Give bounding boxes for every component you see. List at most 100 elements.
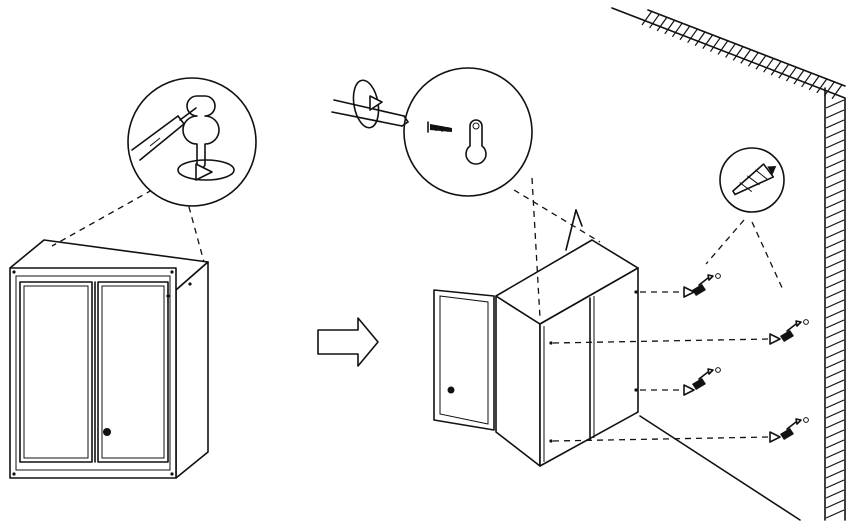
wall xyxy=(611,7,846,521)
hatch-line xyxy=(825,119,845,129)
hatch-line xyxy=(825,359,845,369)
hatch-line xyxy=(770,60,782,76)
hatch-line xyxy=(825,159,845,169)
hatch-line xyxy=(649,13,661,29)
hatch-line xyxy=(825,139,845,149)
hatch-line xyxy=(717,40,729,55)
screw-icon xyxy=(698,277,709,286)
hatch-line xyxy=(825,169,845,179)
hatch-line xyxy=(656,16,668,32)
hatch-line xyxy=(671,22,683,38)
hatch-line xyxy=(825,219,845,229)
washer-icon xyxy=(715,273,721,279)
washer-icon xyxy=(715,367,721,373)
hatch-line xyxy=(825,469,845,479)
hatch-line xyxy=(747,51,759,67)
hatch-line xyxy=(825,129,845,139)
hatch-line xyxy=(816,78,828,94)
hatch-line xyxy=(641,10,653,26)
lock-icon xyxy=(103,428,111,436)
hatch-line xyxy=(825,389,845,399)
hatch-line xyxy=(825,429,845,439)
hatch-line xyxy=(687,28,699,44)
anchor-assembly xyxy=(640,273,721,298)
hatch-line xyxy=(825,369,845,379)
anchor-assembly xyxy=(552,417,809,443)
screw-icon xyxy=(786,421,797,430)
hatch-line xyxy=(825,339,845,349)
hatch-line xyxy=(825,479,845,489)
anchor-assembly xyxy=(552,319,809,345)
hatch-line xyxy=(825,279,845,289)
arrow-head xyxy=(769,333,781,345)
wall-hatching-side xyxy=(825,99,845,519)
magnifier-keyhole-screwdriver xyxy=(127,77,257,207)
hatch-line xyxy=(825,179,845,189)
wall-plug-icon xyxy=(692,378,706,390)
hatch-line xyxy=(825,409,845,419)
mount-guide-line xyxy=(552,436,771,442)
hatch-line xyxy=(823,81,835,97)
screwdriver-icon xyxy=(331,79,409,129)
hatch-line xyxy=(785,66,797,82)
hatch-line xyxy=(709,37,721,52)
wall-plug-icon xyxy=(780,330,794,342)
hatch-line xyxy=(755,54,767,70)
hatch-line xyxy=(825,199,845,209)
hatch-line xyxy=(825,269,845,279)
hatch-line xyxy=(825,449,845,459)
hatch-line xyxy=(825,209,845,219)
washer-icon xyxy=(803,417,809,423)
hatch-line xyxy=(825,509,845,519)
hatch-line xyxy=(825,189,845,199)
hatch-line xyxy=(679,25,691,41)
hatch-line xyxy=(825,149,845,159)
cabinet-open xyxy=(433,209,639,467)
hatch-line xyxy=(825,489,845,499)
hatch-line xyxy=(825,379,845,389)
hatch-line xyxy=(825,229,845,239)
magnifier-wall-anchor xyxy=(719,147,785,213)
arrow-head xyxy=(683,384,695,396)
anchor-assembly xyxy=(640,367,721,396)
cabinet-closed xyxy=(9,239,209,479)
hatch-line xyxy=(825,299,845,309)
hatch-line xyxy=(825,329,845,339)
wall-plug-icon xyxy=(780,428,794,440)
hatch-line xyxy=(694,31,706,46)
lock-icon xyxy=(447,386,455,394)
washer-icon xyxy=(803,319,809,325)
hatch-line xyxy=(732,46,744,61)
mount-guide-line xyxy=(552,338,771,344)
hatch-line xyxy=(825,309,845,319)
hatch-line xyxy=(664,19,676,35)
hatch-line xyxy=(825,399,845,409)
hatch-line xyxy=(825,499,845,509)
hatch-line xyxy=(793,69,805,85)
hatch-line xyxy=(763,57,775,73)
next-step-arrow xyxy=(317,317,379,367)
hatch-line xyxy=(725,43,737,58)
hatch-line xyxy=(825,319,845,329)
wall-anchors xyxy=(552,273,809,443)
hatch-line xyxy=(740,49,752,64)
arrow-head xyxy=(683,286,695,298)
hatch-line xyxy=(825,289,845,299)
arrow-head xyxy=(769,431,781,443)
wall-plug-icon xyxy=(692,284,706,296)
magnifier-screw-keyhole xyxy=(403,67,533,197)
wall-hatching-top xyxy=(641,10,843,100)
hatch-line xyxy=(778,63,790,79)
hatch-line xyxy=(825,349,845,359)
hatch-line xyxy=(825,439,845,449)
hatch-line xyxy=(831,84,843,100)
hatch-line xyxy=(702,34,714,49)
hatch-line xyxy=(808,75,820,91)
hatch-line xyxy=(825,239,845,249)
hatch-line xyxy=(825,259,845,269)
screw-icon xyxy=(786,323,797,332)
screw-icon xyxy=(698,371,709,380)
hatch-line xyxy=(825,109,845,119)
